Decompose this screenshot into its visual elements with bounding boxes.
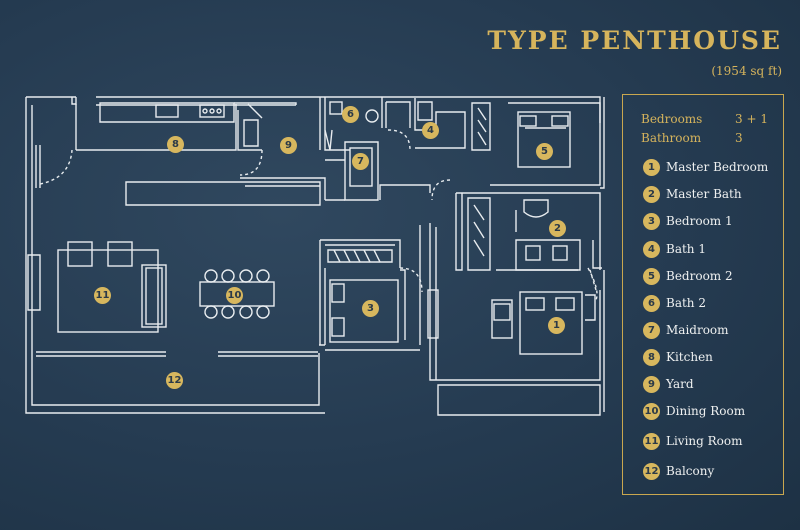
room-marker-bath-2[interactable]: 6 [342,106,359,123]
legend-badge: 6 [643,294,660,312]
legend-item-maidroom[interactable]: 7 Maidroom [643,320,729,340]
legend-badge: 2 [643,185,660,203]
legend-item-bedroom-1[interactable]: 3 Bedroom 1 [643,211,733,231]
room-marker-bedroom-1[interactable]: 3 [362,300,379,317]
legend-item-balcony[interactable]: 12 Balcony [643,461,714,481]
legend-badge: 5 [643,267,660,285]
legend-badge: 3 [643,212,660,230]
legend-badge: 7 [643,321,660,339]
room-marker-master-bath[interactable]: 2 [549,220,566,237]
balcony-sliding-doors [36,351,318,357]
room-marker-yard[interactable]: 9 [280,137,297,154]
legend-label: Kitchen [666,350,713,364]
room-marker-balcony[interactable]: 12 [166,372,183,389]
legend-badge: 10 [643,402,660,420]
legend-badge: 11 [643,432,660,450]
legend-label: Maidroom [666,323,729,337]
legend-label: Bath 2 [666,296,706,310]
legend-label: Balcony [666,464,715,478]
bedrooms-value: 3 + 1 [735,112,768,126]
room-marker-dining-room[interactable]: 10 [226,287,243,304]
room-marker-bath-1[interactable]: 4 [422,122,439,139]
room-marker-bedroom-2[interactable]: 5 [536,143,553,160]
room-marker-maidroom[interactable]: 7 [352,153,369,170]
bathroom-value: 3 [735,131,743,145]
room-marker-kitchen[interactable]: 8 [167,136,184,153]
legend-label: Living Room [666,434,743,448]
outer-wall [25,97,325,414]
legend-item-bath-1[interactable]: 4 Bath 1 [643,239,706,259]
legend-label: Master Bedroom [666,160,769,174]
legend-item-dining-room[interactable]: 10 Dining Room [643,401,745,421]
legend-item-master-bedroom[interactable]: 1 Master Bedroom [643,157,768,177]
legend-item-yard[interactable]: 9 Yard [643,374,694,394]
legend-item-kitchen[interactable]: 8 Kitchen [643,347,713,367]
room-marker-living-room[interactable]: 11 [94,287,111,304]
legend-label: Yard [666,377,694,391]
legend-badge: 12 [643,462,660,480]
bathroom-label: Bathroom [641,131,702,145]
page-title: TYPE PENTHOUSE [487,26,782,55]
legend-item-master-bath[interactable]: 2 Master Bath [643,184,742,204]
legend-label: Bedroom 2 [666,269,733,283]
legend-label: Master Bath [666,187,742,201]
legend-item-bath-2[interactable]: 6 Bath 2 [643,293,706,313]
room-legend: Bedrooms 3 + 1 Bathroom 3 1 Master Bedro… [622,94,784,495]
room-marker-master-bedroom[interactable]: 1 [548,317,565,334]
legend-badge: 4 [643,240,660,258]
legend-badge: 1 [643,158,660,176]
legend-label: Bath 1 [666,242,706,256]
legend-badge: 9 [643,375,660,393]
legend-label: Dining Room [666,404,746,418]
bedrooms-label: Bedrooms [641,112,703,126]
legend-item-bedroom-2[interactable]: 5 Bedroom 2 [643,266,733,286]
unit-area: (1954 sq ft) [711,64,782,78]
legend-badge: 8 [643,348,660,366]
kitchen-counter [99,102,235,123]
legend-item-living-room[interactable]: 11 Living Room [643,431,743,451]
legend-label: Bedroom 1 [666,214,733,228]
